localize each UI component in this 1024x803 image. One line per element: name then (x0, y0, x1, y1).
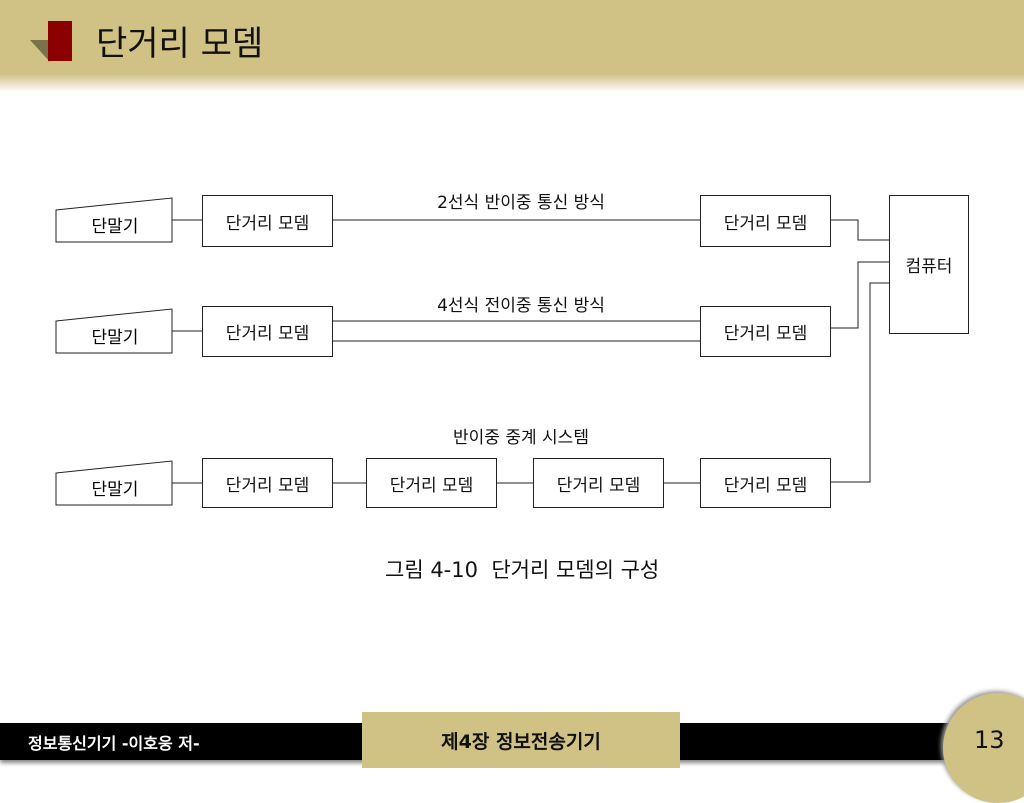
row3-label: 반이중 중계 시스템 (453, 428, 589, 448)
modem-box: 단거리 모뎀 (533, 458, 664, 508)
footer-author: 정보통신기기 -이호웅 저- (28, 734, 200, 753)
modem-box: 단거리 모뎀 (202, 195, 333, 247)
title-bullet-icon (48, 21, 72, 61)
page-number: 13 (974, 726, 1005, 754)
modem-box: 단거리 모뎀 (700, 306, 831, 357)
terminal-shapes (55, 197, 173, 506)
footer-chapter: 제4장 정보전송기기 (362, 712, 680, 768)
slide-header: 단거리 모뎀 (0, 0, 1024, 92)
terminal-1: 단말기 (91, 217, 139, 237)
row1-label: 2선식 반이중 통신 방식 (437, 193, 605, 213)
modem-box: 단거리 모뎀 (366, 458, 497, 508)
terminal-3: 단말기 (91, 480, 139, 500)
diagram-lines (55, 197, 889, 506)
modem-box: 단거리 모뎀 (202, 458, 333, 508)
modem-box: 단거리 모뎀 (700, 195, 831, 247)
modem-box: 단거리 모뎀 (700, 458, 831, 508)
modem-box: 단거리 모뎀 (202, 306, 333, 357)
chapter-label: 제4장 정보전송기기 (441, 730, 601, 753)
terminal-2: 단말기 (91, 328, 139, 348)
figure-caption: 그림 4-10 단거리 모뎀의 구성 (385, 558, 660, 582)
row2-label: 4선식 전이중 통신 방식 (437, 296, 605, 316)
page-title: 단거리 모뎀 (96, 24, 264, 64)
computer-box: 컴퓨터 (889, 195, 969, 334)
